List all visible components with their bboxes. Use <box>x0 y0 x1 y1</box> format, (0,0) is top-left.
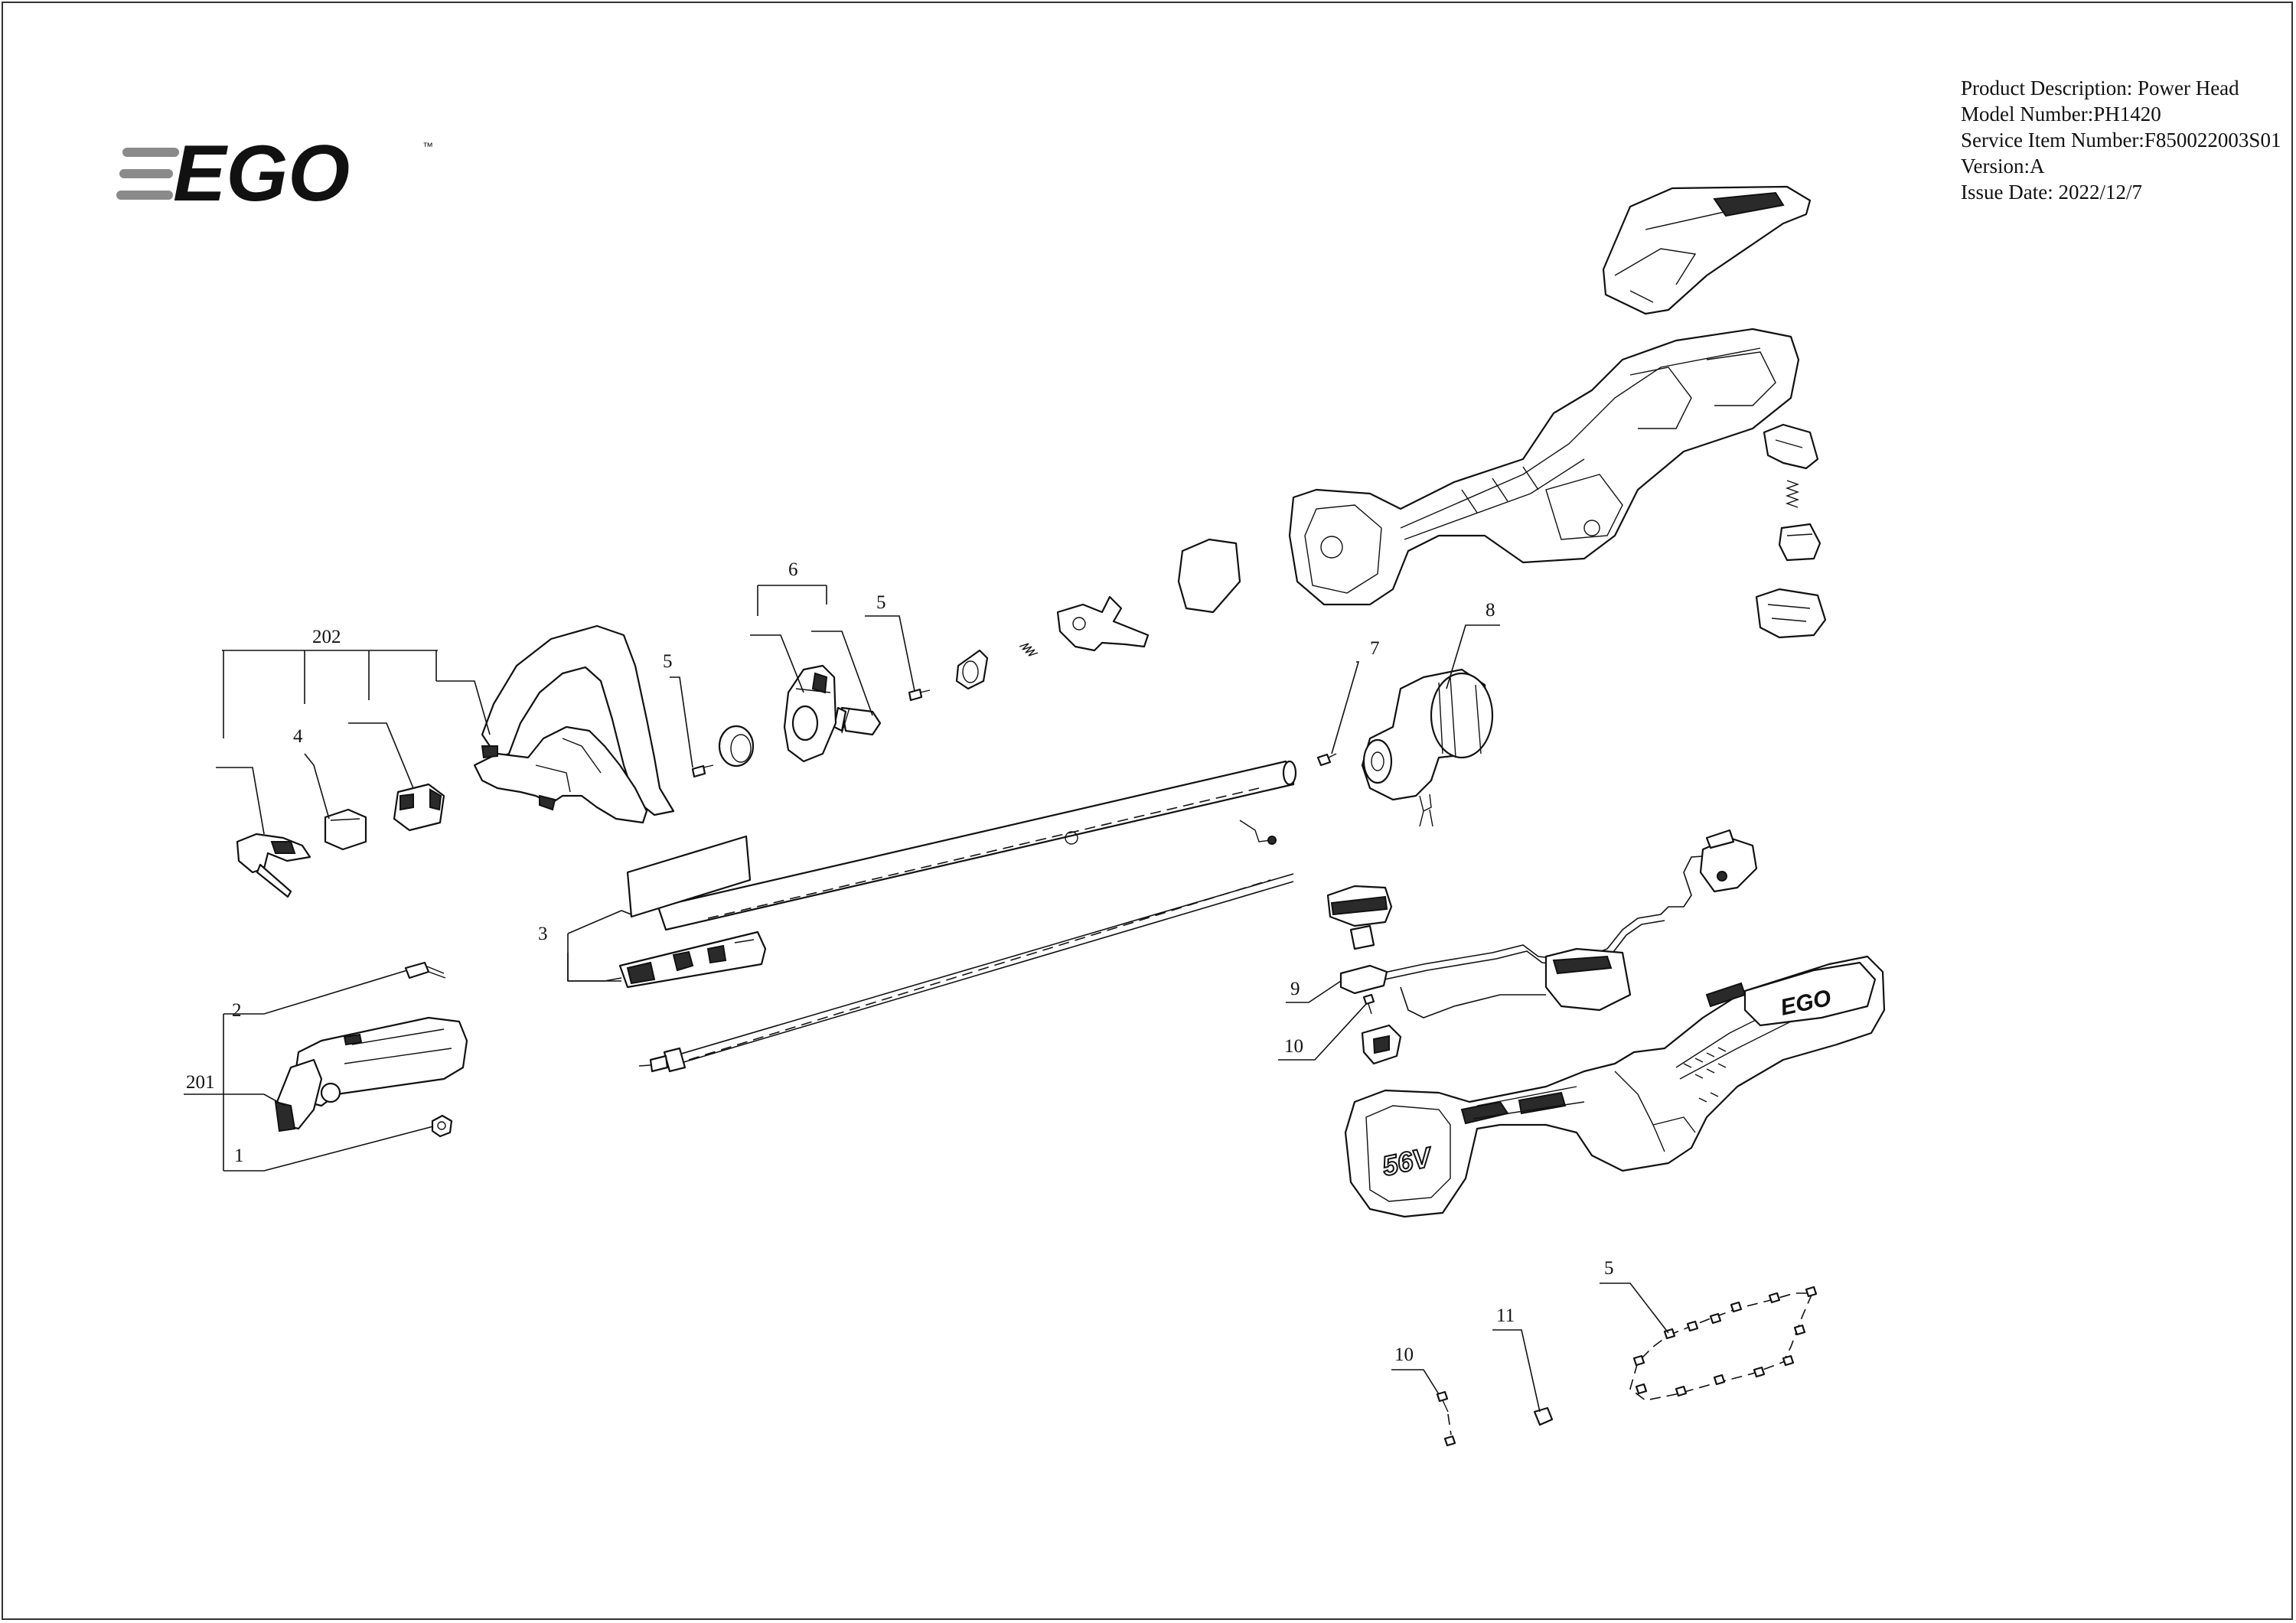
logo-wordmark: EGO <box>173 129 350 218</box>
tube-end-fitting <box>618 930 767 989</box>
callout-10-upper: 10 <box>1284 1036 1303 1057</box>
drive-shaft <box>638 873 1294 1073</box>
trigger-spring <box>1019 643 1039 657</box>
issue-date: Issue Date: 2022/12/7 <box>1961 181 2142 204</box>
callout-8: 8 <box>1486 600 1495 621</box>
model-number: Model Number:PH1420 <box>1961 103 2161 125</box>
housing-right-half: 56V EGO <box>1344 955 1886 1218</box>
callout-5-lower: 5 <box>1604 1258 1614 1279</box>
callout-5-upper: 5 <box>876 592 886 613</box>
spring-small <box>1785 480 1800 508</box>
loop-handle <box>473 624 675 824</box>
callout-4: 4 <box>293 726 303 747</box>
callout-7: 7 <box>1370 638 1380 659</box>
screw-5-upper <box>908 688 931 702</box>
housing-screw-set <box>1629 1286 1818 1401</box>
clamp-insert <box>393 783 445 832</box>
version: Version:A <box>1961 155 2045 178</box>
product-description: Product Description: Power Head <box>1961 77 2239 99</box>
screw-7 <box>1316 753 1337 767</box>
bolt-2 <box>404 961 446 979</box>
callout-3: 3 <box>538 924 548 944</box>
handle-cap-4 <box>324 808 367 851</box>
callout-5-left: 5 <box>663 651 673 672</box>
label-plate <box>1177 538 1241 614</box>
handle-knob <box>236 833 311 898</box>
switch-module <box>1755 588 1827 639</box>
warning-label <box>626 835 752 918</box>
product-info-block: Product Description: Power Head Model Nu… <box>1961 75 2281 205</box>
pin-knob <box>833 706 882 736</box>
screw-5-left <box>691 764 714 778</box>
callout-202: 202 <box>312 627 341 647</box>
callout-labels: 202 4 5 6 5 7 8 3 2 201 1 9 10 5 10 11 <box>186 559 1614 1365</box>
wire-harness <box>1369 829 1758 1018</box>
handle-top-cover <box>1602 185 1812 315</box>
callout-201: 201 <box>186 1072 215 1093</box>
callout-1: 1 <box>234 1146 244 1166</box>
clamp-bracket <box>783 664 837 763</box>
battery-terminal-block <box>1326 885 1393 950</box>
pcb-module <box>1361 1024 1402 1065</box>
switch-contact <box>1778 523 1821 562</box>
shaft-tube <box>657 760 1297 931</box>
logo-trademark: ™ <box>422 140 433 152</box>
callout-11: 11 <box>1496 1305 1515 1326</box>
callout-9: 9 <box>1290 979 1300 999</box>
front-grip <box>274 1016 468 1133</box>
collar-ring <box>718 725 755 768</box>
service-item-number: Service Item Number:F850022003S01 <box>1961 129 2281 152</box>
motor <box>1361 668 1494 827</box>
screw-10-upper <box>1362 993 1375 1015</box>
callout-2: 2 <box>232 1000 242 1021</box>
callout-leaders <box>184 585 1669 1413</box>
housing-left-half <box>1288 328 1800 606</box>
nut-1 <box>431 1114 453 1138</box>
screw-10-lower <box>1436 1390 1456 1447</box>
trigger <box>1056 595 1150 652</box>
clip-11 <box>1533 1406 1554 1426</box>
callout-6: 6 <box>788 559 798 580</box>
shaft-clamp <box>955 649 989 690</box>
connector-9 <box>1339 964 1388 995</box>
callout-10-lower: 10 <box>1394 1344 1414 1365</box>
lock-off-button <box>1763 423 1819 470</box>
ego-logo: EGO ™ <box>116 129 433 218</box>
